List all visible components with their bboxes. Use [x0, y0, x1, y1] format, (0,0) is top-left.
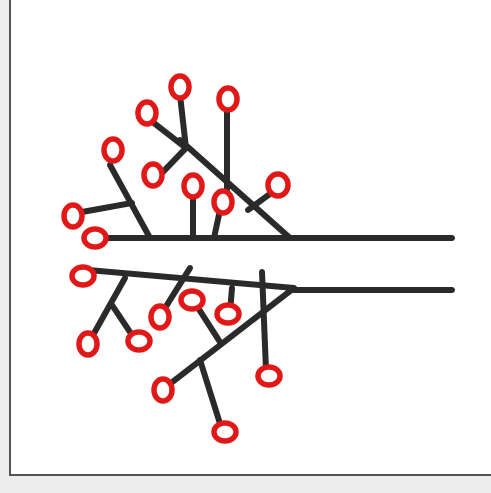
node: [168, 73, 192, 101]
node: [265, 171, 291, 199]
lower-nodes: [69, 264, 283, 444]
upper-nodes: [61, 73, 291, 250]
node: [61, 202, 85, 230]
node: [216, 85, 240, 113]
node: [76, 330, 100, 358]
node: [214, 302, 242, 326]
node: [69, 264, 97, 288]
node: [178, 288, 206, 312]
node: [148, 303, 172, 331]
node: [81, 226, 109, 250]
node: [101, 136, 125, 164]
lower-twig-main: [159, 285, 297, 393]
upper-twig-main-down: [157, 145, 189, 178]
upper-twig-main-up: [177, 92, 189, 151]
upper-twig-left-fork: [79, 200, 135, 215]
node: [211, 420, 239, 444]
node: [125, 329, 153, 353]
node: [151, 376, 175, 404]
lower-twig-right: [259, 269, 269, 373]
node: [141, 161, 165, 189]
node: [211, 188, 235, 216]
lower-twig-main-down: [197, 357, 225, 433]
upper-twig-main-left: [147, 117, 189, 151]
node: [135, 99, 159, 127]
node: [255, 364, 283, 388]
upper-twig-main: [177, 137, 293, 241]
node: [181, 172, 205, 200]
